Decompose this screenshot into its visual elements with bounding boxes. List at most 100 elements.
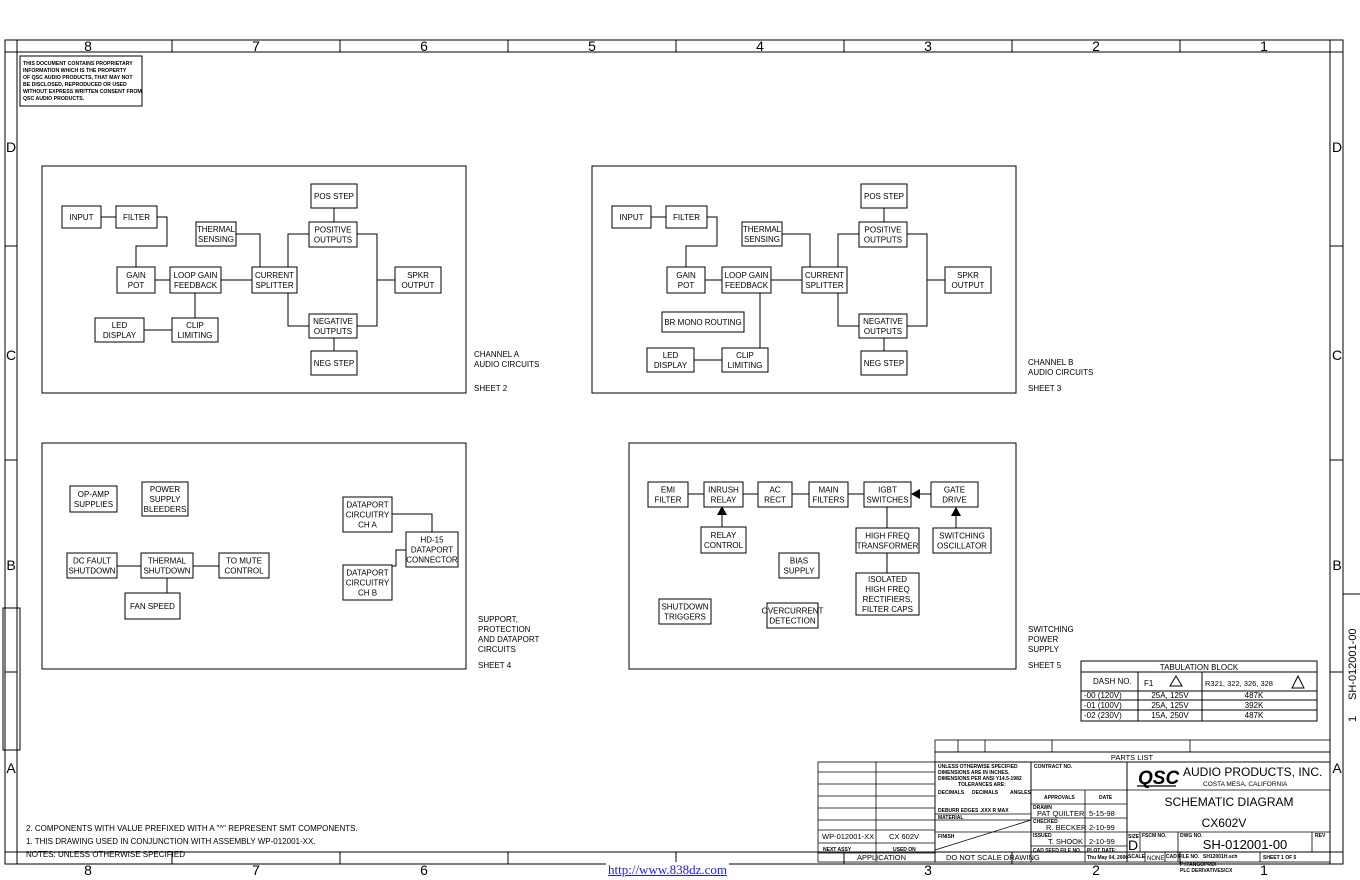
block-label: POS STEP bbox=[314, 192, 354, 201]
zone-bottom-8: 8 bbox=[84, 862, 92, 878]
block-label: POS STEP bbox=[864, 192, 904, 201]
tabulation-title: TABULATION BLOCK bbox=[1160, 663, 1239, 672]
block-b-input: INPUT bbox=[611, 205, 652, 229]
block-label: GAIN bbox=[676, 271, 696, 280]
path-line-2: PLC DERIVATIVES\CX bbox=[1180, 868, 1233, 874]
label-issued: ISSUED bbox=[1033, 833, 1052, 839]
tab-cell: 15A, 250V bbox=[1151, 711, 1189, 720]
block-b-filter: FILTER bbox=[665, 205, 708, 229]
tab-cell: -01 (100V) bbox=[1084, 701, 1122, 710]
zone-right-a: A bbox=[1332, 760, 1342, 776]
block-label: DATAPORT bbox=[346, 569, 388, 578]
block-label: CONTROL bbox=[224, 567, 264, 576]
block-label: DRIVE bbox=[942, 496, 966, 505]
checked-by: R. BECKER bbox=[1046, 823, 1087, 832]
tab-cell: 25A, 125V bbox=[1151, 691, 1189, 700]
block-label: AC bbox=[769, 486, 780, 495]
scale-value: NONE bbox=[1147, 856, 1164, 862]
zone-left-d: D bbox=[6, 139, 16, 155]
block-label: GAIN bbox=[126, 271, 146, 280]
block-label: INPUT bbox=[70, 213, 94, 222]
block-label: DISPLAY bbox=[654, 361, 688, 370]
title-block: UNLESS OTHERWISE SPECIFIED DIMENSIONS AR… bbox=[817, 739, 1331, 874]
drawing-number: SH-012001-00 bbox=[1203, 837, 1288, 852]
block-label: TRANSFORMER bbox=[857, 542, 919, 551]
checked-date: 2-10-99 bbox=[1089, 823, 1115, 832]
watermark-link[interactable]: http://www.838dz.com bbox=[606, 862, 730, 878]
proprietary-line-1: THIS DOCUMENT CONTAINS PROPRIETARY bbox=[23, 61, 133, 67]
block-label: SPKR bbox=[407, 271, 429, 280]
tab-cell: 25A, 125V bbox=[1151, 701, 1189, 710]
block-label: DISPLAY bbox=[103, 331, 137, 340]
side-dwg-no: SH-012001-00 bbox=[1347, 628, 1359, 700]
block-label: SUPPLY bbox=[784, 567, 816, 576]
block-label: FEEDBACK bbox=[174, 281, 218, 290]
block-label: POT bbox=[678, 281, 695, 290]
tabulation-block: TABULATION BLOCK DASH NO. F1 R321, 322, … bbox=[1080, 660, 1318, 722]
label-decimals-2: DECIMALS bbox=[972, 790, 999, 796]
parts-list-label: PARTS LIST bbox=[1111, 753, 1154, 762]
label-plot-date: PLOT DATE: bbox=[1087, 848, 1117, 854]
used-on-value: CX 602V bbox=[889, 832, 919, 841]
label-angles: ANGLES bbox=[1010, 790, 1032, 796]
label-cad-seed: CAD SEED FILE NO. bbox=[1033, 848, 1082, 854]
label-cad-file: CAD FILE NO. bbox=[1166, 854, 1200, 860]
psu-caption-2: POWER bbox=[1028, 635, 1058, 644]
issued-date: 2-10-99 bbox=[1089, 837, 1115, 846]
block-b-negstep: NEG STEP bbox=[860, 350, 908, 376]
block-label: FILTER bbox=[655, 496, 682, 505]
channel-b-sheet: SHEET 3 bbox=[1028, 384, 1062, 393]
block-label: RECT bbox=[764, 496, 786, 505]
label-drawn: DRAWN bbox=[1033, 805, 1052, 811]
block-label: SENSING bbox=[744, 235, 780, 244]
psu-caption-1: SWITCHING bbox=[1028, 625, 1074, 634]
plot-date: Thu May 04, 2000 bbox=[1087, 855, 1128, 861]
tolerance-line-2: DIMENSIONS ARE IN INCHES. bbox=[938, 770, 1010, 776]
block-label: SUPPLIES bbox=[74, 500, 113, 509]
block-a-filter: FILTER bbox=[115, 205, 158, 229]
block-label: HIGH FREQ bbox=[865, 532, 909, 541]
block-label: ISOLATED bbox=[868, 575, 907, 584]
company-name: AUDIO PRODUCTS, INC. bbox=[1183, 765, 1322, 779]
label-checked: CHECKED bbox=[1033, 819, 1058, 825]
block-label: INRUSH bbox=[708, 486, 739, 495]
qsc-logo: QSC bbox=[1138, 768, 1179, 789]
support-caption-2: PROTECTION bbox=[478, 625, 531, 634]
zone-right-b: B bbox=[1332, 557, 1341, 573]
block-label: SENSING bbox=[198, 235, 234, 244]
model-name: CX602V bbox=[1202, 816, 1247, 830]
issued-by: T. SHOOK bbox=[1048, 837, 1083, 846]
support-caption-3: AND DATAPORT bbox=[478, 635, 539, 644]
block-label: IGBT bbox=[878, 486, 897, 495]
zone-left-a: A bbox=[6, 760, 16, 776]
block-label: THERMAL bbox=[743, 225, 782, 234]
block-label: CLIP bbox=[736, 351, 754, 360]
block-label: RECTIFIERS, bbox=[863, 595, 913, 604]
block-label: CURRENT bbox=[255, 271, 294, 280]
zone-bottom-3: 3 bbox=[924, 862, 932, 878]
block-label: LIMITING bbox=[728, 361, 763, 370]
zone-right-c: C bbox=[1332, 347, 1342, 363]
block-label: THERMAL bbox=[197, 225, 236, 234]
block-label: POWER bbox=[150, 485, 180, 494]
path-line-1: P:\TANGOPRO\ bbox=[1180, 862, 1217, 868]
tab-cell: -00 (120V) bbox=[1084, 691, 1122, 700]
application-label: APPLICATION bbox=[857, 853, 906, 862]
psu-sheet: SHEET 5 bbox=[1028, 661, 1062, 670]
block-label: CONNECTOR bbox=[406, 556, 458, 565]
